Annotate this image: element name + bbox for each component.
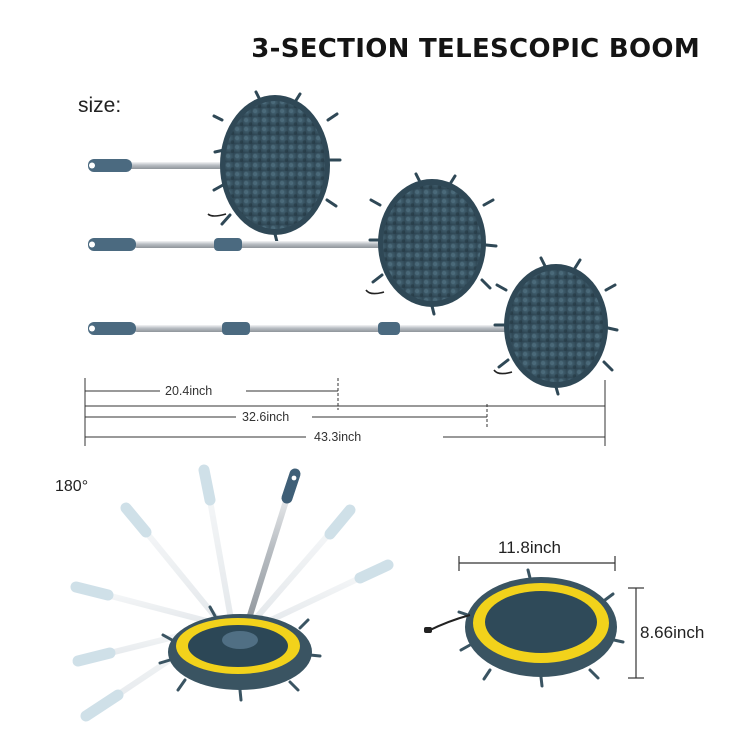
chenille-head xyxy=(368,172,498,316)
hanging-cord xyxy=(365,289,385,295)
ghost-pole xyxy=(198,464,235,626)
handle-grip xyxy=(88,322,136,335)
ghost-pole xyxy=(70,581,223,628)
cord-stopper xyxy=(424,627,432,633)
mop-short-length xyxy=(88,90,342,244)
size-label: size: xyxy=(78,94,122,117)
hanging-cord xyxy=(493,369,513,375)
handle-grip xyxy=(88,159,132,172)
pole-collar xyxy=(222,322,250,335)
pole-segment xyxy=(128,162,224,169)
chenille-head xyxy=(212,90,342,244)
ghost-pole xyxy=(120,502,225,627)
hang-hole xyxy=(89,325,95,332)
rotation-fan xyxy=(70,464,394,722)
mop-mid-length xyxy=(88,172,498,316)
pole-segment xyxy=(134,325,514,332)
hanging-cord xyxy=(427,614,471,632)
hang-hole xyxy=(89,241,95,248)
pad-height-label: 8.66inch xyxy=(640,623,705,642)
chenille-head xyxy=(493,256,619,396)
pad-underside xyxy=(457,568,625,688)
dimension-mid-label: 32.6inch xyxy=(242,410,290,424)
hang-hole xyxy=(89,162,95,169)
ghost-pole xyxy=(247,504,356,627)
active-pole xyxy=(243,468,301,629)
dimension-lines xyxy=(84,378,606,446)
rotation-angle-label: 180° xyxy=(55,478,89,495)
pole-segment xyxy=(134,241,386,248)
pole-collar xyxy=(378,322,400,335)
rotating-mop-head xyxy=(158,605,322,702)
dimension-long-label: 43.3inch xyxy=(314,430,362,444)
pole-collar xyxy=(214,238,242,251)
pivot-joint xyxy=(222,631,258,649)
pad-width-label: 11.8inch xyxy=(498,538,562,557)
pad-backing xyxy=(485,591,597,653)
handle-grip xyxy=(88,238,136,251)
pad-dimension xyxy=(424,556,644,688)
dimension-short-label: 20.4inch xyxy=(165,384,213,398)
mop-long-length xyxy=(88,256,619,396)
hanging-cord xyxy=(207,213,227,217)
headline: 3-SECTION TELESCOPIC BOOM xyxy=(251,34,700,64)
